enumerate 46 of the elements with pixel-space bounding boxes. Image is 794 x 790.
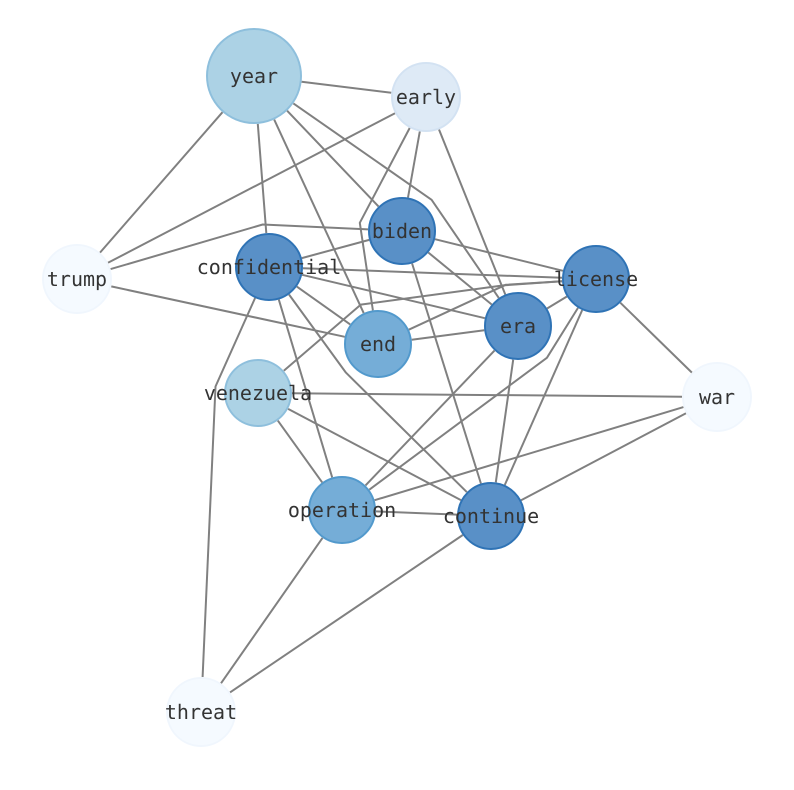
edge-line	[494, 360, 514, 482]
edge-line	[273, 119, 365, 314]
edge-line	[278, 299, 334, 478]
edge-line	[434, 238, 564, 272]
edge-line	[229, 534, 464, 694]
edge-line	[428, 252, 492, 306]
edge-line	[286, 110, 380, 208]
node-label: trump	[46, 269, 108, 289]
edge-line	[408, 280, 562, 331]
edge-line	[364, 350, 496, 486]
edge-line	[302, 274, 486, 320]
edge-line	[288, 294, 468, 493]
edge-line	[376, 510, 458, 516]
node-label: end	[360, 334, 396, 354]
edge-line	[110, 285, 346, 338]
edge-line	[368, 307, 579, 490]
edge-line	[108, 112, 396, 264]
edge-line	[412, 329, 484, 341]
edge-line	[292, 392, 682, 398]
edge-line	[202, 298, 256, 678]
node-label: war	[698, 387, 736, 407]
edge-line	[546, 296, 568, 310]
edge-line	[407, 131, 421, 198]
edge-line	[374, 406, 684, 502]
node-label: early	[396, 87, 456, 107]
edge-line	[411, 263, 482, 484]
edge-line	[302, 267, 562, 279]
node-label: year	[230, 66, 278, 86]
node-label: biden	[372, 221, 432, 241]
edge-line	[620, 302, 693, 374]
edge-line	[288, 408, 462, 501]
edge-line	[256, 124, 268, 234]
edge-line	[220, 537, 324, 684]
node-label: threat	[164, 702, 238, 722]
edge-line	[99, 112, 224, 254]
edge-line	[276, 420, 324, 483]
edge-line	[302, 238, 370, 260]
edge-line	[292, 102, 500, 298]
edge-line	[296, 286, 351, 326]
edge-line	[358, 128, 411, 311]
edge-line	[283, 280, 562, 372]
edge-line	[438, 129, 506, 295]
node-label: era	[500, 316, 536, 336]
edge-line	[520, 412, 686, 502]
edge-line	[504, 310, 584, 486]
edge-line	[301, 80, 392, 94]
